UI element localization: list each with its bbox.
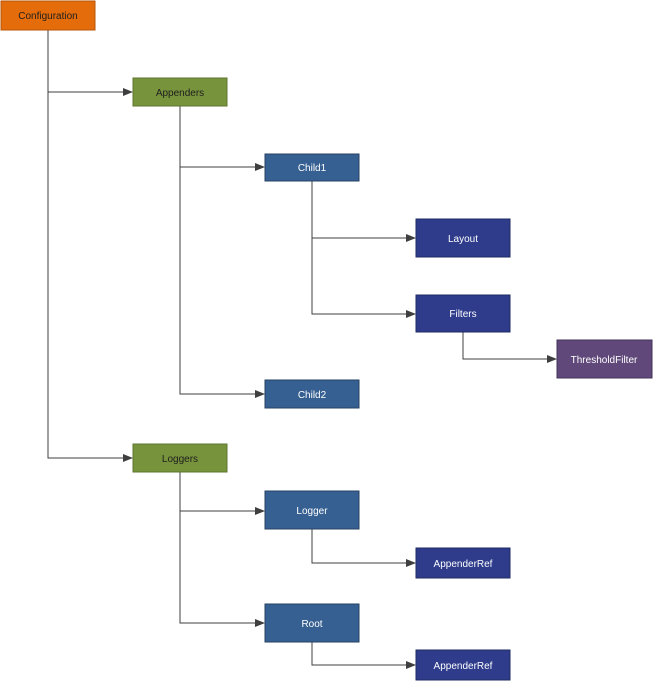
- node-loggers-label: Loggers: [162, 454, 198, 465]
- node-configuration-label: Configuration: [18, 11, 77, 22]
- node-layout: Layout: [415, 218, 511, 258]
- connector-lines: [47, 30, 557, 669]
- node-logger-appender-ref: AppenderRef: [415, 547, 511, 579]
- connector-loggers-logger: [179, 472, 265, 515]
- connector-child1-layout: [311, 181, 416, 242]
- node-layout-label: Layout: [448, 234, 478, 245]
- node-child2-label: Child2: [298, 390, 327, 401]
- node-logger: Logger: [264, 490, 360, 530]
- node-root-label: Root: [301, 619, 322, 630]
- connector-child1-filters: [311, 238, 416, 318]
- node-filters: Filters: [415, 294, 511, 333]
- connector-filters-threshold-filter: [462, 332, 557, 363]
- node-child1-label: Child1: [298, 163, 327, 174]
- node-loggers: Loggers: [132, 443, 228, 473]
- connector-root-appender-ref: [311, 642, 416, 669]
- node-threshold-filter: ThresholdFilter: [556, 339, 653, 379]
- node-root-appender-ref: AppenderRef: [415, 649, 511, 681]
- node-configuration: Configuration: [0, 0, 96, 31]
- node-root-appender-ref-label: AppenderRef: [434, 661, 493, 672]
- connector-loggers-root: [179, 511, 265, 627]
- node-logger-label: Logger: [296, 506, 328, 517]
- node-logger-appender-ref-label: AppenderRef: [434, 559, 493, 570]
- node-threshold-filter-label: ThresholdFilter: [571, 355, 638, 366]
- node-filters-label: Filters: [449, 309, 476, 320]
- node-root: Root: [264, 603, 360, 643]
- node-child2: Child2: [264, 379, 360, 409]
- node-appenders: Appenders: [132, 77, 228, 107]
- connector-appenders-child1: [179, 106, 265, 171]
- connector-logger-appender-ref: [311, 529, 416, 567]
- node-appenders-label: Appenders: [156, 88, 204, 99]
- node-child1: Child1: [264, 153, 360, 182]
- connector-appenders-child2: [179, 167, 265, 398]
- connector-configuration-appenders: [47, 30, 133, 96]
- connector-configuration-loggers: [47, 92, 133, 462]
